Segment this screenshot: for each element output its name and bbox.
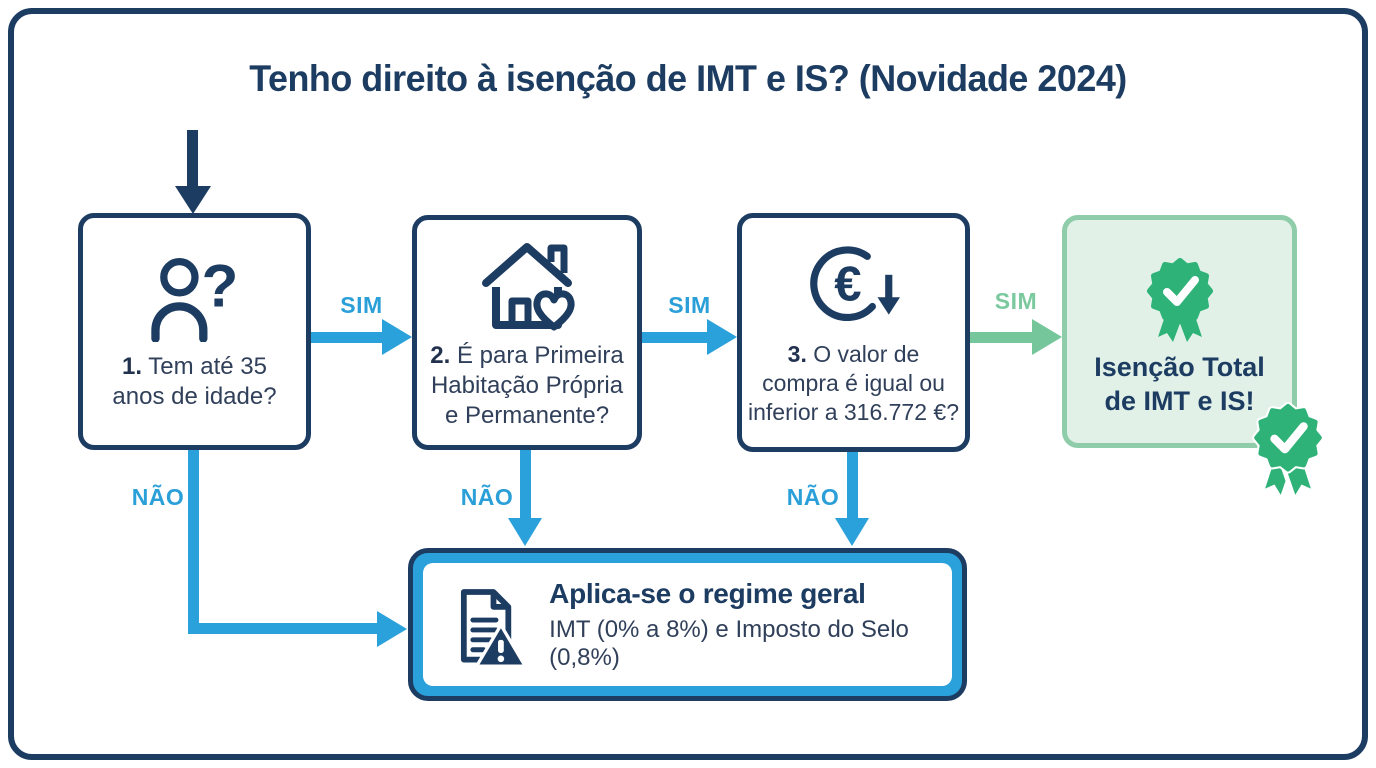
sim-label-1: SIM xyxy=(340,292,383,318)
general-regime-subtitle: IMT (0% a 8%) e Imposto do Selo (0,8%) xyxy=(549,615,909,671)
step2-box: 2. É para Primeira Habitação Própria e P… xyxy=(412,215,642,450)
general-regime-box: Aplica-se o regime geral IMT (0% a 8%) e… xyxy=(408,548,967,701)
document-warning-icon xyxy=(460,588,524,668)
step2-question: 2. É para Primeira Habitação Própria e P… xyxy=(430,341,624,429)
step1-question: 1. Tem até 35 anos de idade? xyxy=(112,352,277,410)
sim-label-3: SIM xyxy=(994,288,1038,314)
sim-label-2: SIM xyxy=(668,292,711,318)
euro-decrease-icon: € xyxy=(809,246,900,322)
step1-box: ? 1. Tem até 35 anos de idade? xyxy=(78,213,311,450)
corner-award-badge-icon xyxy=(1252,401,1324,498)
award-badge-icon xyxy=(1146,257,1213,342)
svg-text:€: € xyxy=(834,258,861,312)
outer-frame xyxy=(8,8,1368,760)
nao-label-2: NÃO xyxy=(460,484,514,510)
general-regime-title: Aplica-se o regime geral xyxy=(549,577,866,609)
person-question-icon: ? xyxy=(150,252,238,342)
success-title: Isenção Total de IMT e IS! xyxy=(1094,351,1265,416)
step3-box: € 3. O valor de compra é igual ou inferi… xyxy=(737,213,970,452)
general-regime-text: Aplica-se o regime geral IMT (0% a 8%) e… xyxy=(549,578,926,672)
success-box: Isenção Total de IMT e IS! xyxy=(1062,215,1297,448)
nao-label-1: NÃO xyxy=(131,484,185,510)
house-heart-icon xyxy=(482,242,575,330)
step3-question: 3. O valor de compra é igual ou inferior… xyxy=(748,341,959,425)
page-title: Tenho direito à isenção de IMT e IS? (No… xyxy=(249,58,1127,99)
nao-label-3: NÃO xyxy=(786,484,840,510)
svg-text:?: ? xyxy=(201,252,238,319)
